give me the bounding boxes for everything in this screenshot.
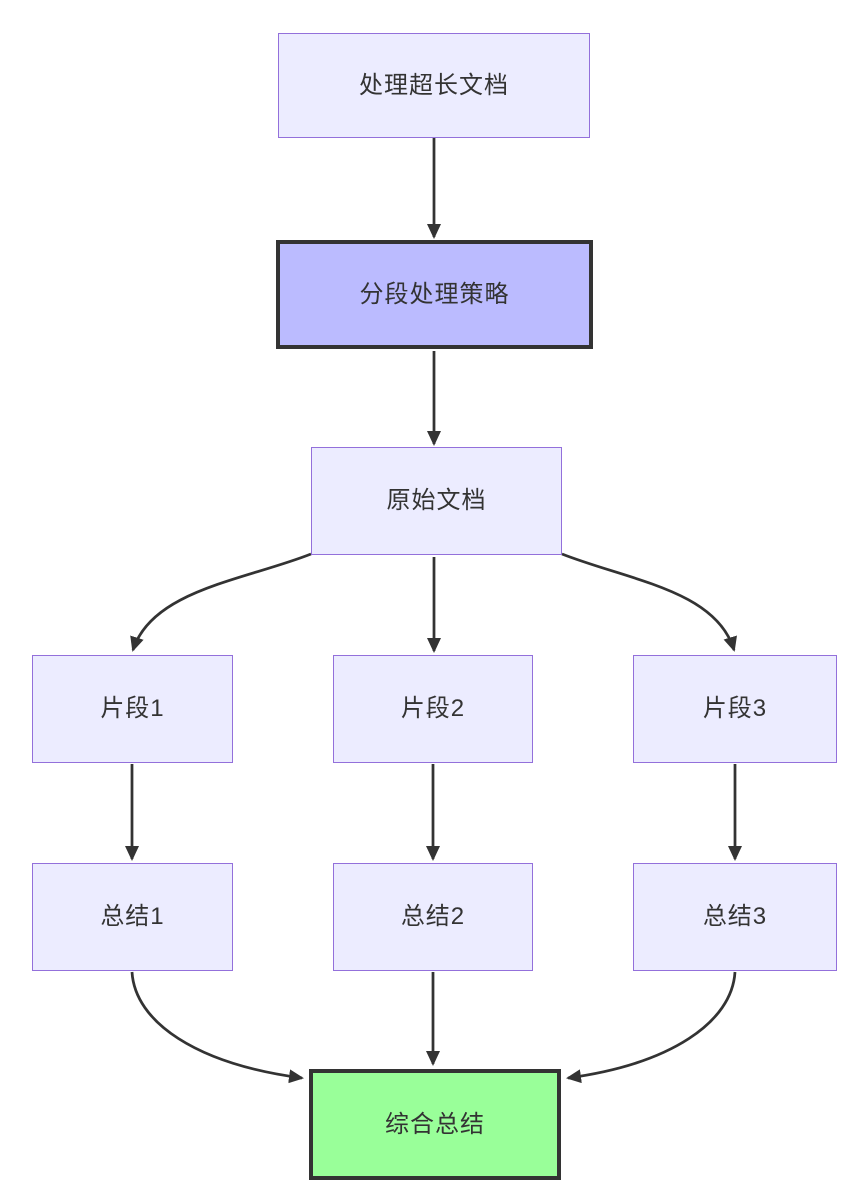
edge-e1-f	[130, 971, 304, 1084]
node-fragment-2: 片段2	[333, 655, 533, 763]
node-process-long-doc-label: 处理超长文档	[359, 71, 509, 99]
edge-c-d1	[130, 552, 312, 652]
node-fragment-1: 片段1	[32, 655, 233, 763]
node-final-summary: 综合总结	[309, 1069, 561, 1180]
node-fragment-2-label: 片段2	[400, 695, 466, 723]
edge-c-d3	[561, 552, 737, 652]
node-fragment-1-label: 片段1	[100, 695, 165, 723]
node-summary-2: 总结2	[333, 863, 533, 971]
node-original-document: 原始文档	[311, 447, 562, 555]
node-summary-3: 总结3	[633, 863, 837, 971]
node-summary-3-label: 总结3	[702, 903, 768, 931]
node-summary-2-label: 总结2	[400, 903, 466, 931]
node-original-document-label: 原始文档	[386, 487, 487, 515]
node-process-long-doc: 处理超长文档	[278, 33, 590, 138]
node-fragment-3: 片段3	[633, 655, 837, 763]
node-summary-1: 总结1	[32, 863, 233, 971]
node-summary-1-label: 总结1	[100, 903, 165, 931]
node-segmentation-strategy-label: 分段处理策略	[359, 280, 510, 308]
node-fragment-3-label: 片段3	[702, 695, 768, 723]
node-segmentation-strategy: 分段处理策略	[276, 240, 593, 349]
edge-e3-f	[566, 971, 737, 1084]
node-final-summary-label: 综合总结	[385, 1110, 485, 1138]
